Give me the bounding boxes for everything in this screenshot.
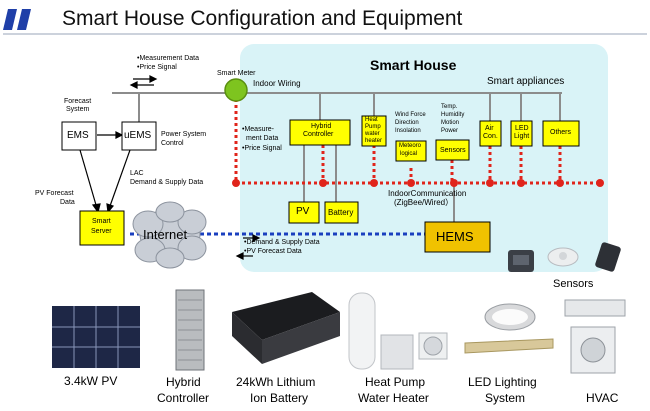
house-price-signal-label: •Price Signal [242,145,282,152]
temp-label-2: Humidity [441,112,465,118]
pv-box [288,201,320,224]
air-con-label-1: Air [485,125,494,132]
battery-box [324,201,359,224]
hems-box [424,221,491,253]
indoor-communication-label-1: IndoorCommunication [388,189,467,198]
meteorological-box [395,140,427,162]
hybrid-controller-label-2: Controller [303,131,334,138]
hybrid-controller-caption-2: Controller [157,391,210,405]
temp-label-3: Motion [441,120,460,126]
pv-caption: 3.4kW PV [64,374,118,388]
heat-pump-label-1: Heat [365,117,378,123]
smart-appliances-label: Smart appliances [487,76,565,87]
sensor-device-1-icon [508,250,534,272]
hybrid-controller-label-1: Hybrid [311,123,332,130]
wind-label-1: Wind Force [395,112,426,118]
wind-label-3: Insolation [395,128,421,134]
air-con-label-2: Con. [483,133,498,140]
solar-panel-image [52,306,140,368]
wiring-drops [138,93,561,222]
led-lighting-image [464,303,554,354]
wind-label-2: Direction [395,120,419,126]
forecast-system-label-1: Forecast [64,98,92,105]
others-label: Others [550,129,572,136]
hybrid-controller-image [175,289,205,371]
pv-forecast-label-1: PV Forecast [35,190,74,197]
lac-label-1: LAC [130,170,144,177]
sensors-box [435,139,470,161]
pv-forecast-data-label: •PV Forecast Data [244,248,302,255]
temp-label-4: Power [441,128,459,134]
internet-label: Internet [143,227,188,242]
battery-label: Battery [328,208,354,217]
led-light-label-1: LED [515,125,529,132]
ems-box [61,121,97,151]
left-flow-arrows [79,131,131,214]
smart-house-title: Smart House [370,57,457,73]
page-title: Smart House Configuration and Equipment [62,7,463,30]
pv-forecast-label-2: Data [60,199,75,206]
battery-caption-2: Ion Battery [250,391,309,405]
others-box [542,120,580,147]
title-bar-accent-2 [17,9,31,30]
battery-caption-1: 24kWh Lithium [236,375,316,389]
smart-server-label-2: Server [91,228,112,235]
led-lighting-caption-2: System [485,391,526,405]
measurement-data-label: •Measurement Data [137,55,199,62]
internet-cloud-icon [132,201,207,269]
lac-label-2: Demand & Supply Data [130,179,204,186]
meteorological-label-1: Meteoro [399,143,422,149]
heat-pump-label-2: Pump [365,124,381,130]
air-con-box [479,120,502,147]
heat-pump-caption-2: Water Heater [358,391,429,405]
battery-image [232,292,340,364]
ems-label: EMS [67,130,89,141]
indoor-communication-label-2: (ZigBee/Wired） [394,198,454,207]
hvac-caption: HVAC [586,391,619,405]
house-measurement-label-1: •Measure- [242,126,275,133]
sensor-device-2-icon [547,247,579,267]
water-heater-image [348,292,448,370]
pv-label: PV [296,206,310,217]
communication-drops [234,99,562,183]
led-light-label-2: Light [514,133,530,140]
smart-meter-icon [224,78,248,102]
sensors-label: Sensors [553,278,594,290]
led-light-box [510,120,533,147]
demand-supply-label: •Demand & Supply Data [244,239,320,246]
heat-pump-label-3: water [365,131,380,137]
smart-server-box [79,210,125,246]
heat-pump-caption-1: Heat Pump [365,375,426,389]
temp-label-1: Temp. [441,104,458,110]
heat-pump-box [361,115,387,147]
communication-nodes [232,179,604,187]
hems-label: HEMS [436,229,474,244]
indoor-wiring-label: Indoor Wiring [253,79,301,88]
hybrid-controller-box [289,119,351,146]
sensors-box-label: Sensors [440,147,466,154]
house-measurement-label-2: ment Data [246,135,279,142]
forecast-system-label-2: System [66,106,90,113]
hybrid-controller-caption-1: Hybrid [166,375,201,389]
uems-box [121,121,157,151]
price-signal-label: •Price Signal [137,64,177,71]
heat-pump-label-4: heater [365,138,383,144]
exchange-arrows-icon [129,75,261,260]
smart-meter-label: Smart Meter [217,70,256,77]
led-lighting-caption-1: LED Lighting [468,375,537,389]
sensor-device-3-icon [595,242,621,272]
meteorological-label-2: logical [400,151,418,157]
uems-label: uEMS [124,130,152,141]
title-bar-accent-1 [3,9,17,30]
power-system-control-label-2: Control [161,140,184,147]
smart-server-label-1: Smart [92,218,111,225]
power-system-control-label-1: Power System [161,131,207,138]
hvac-image [564,299,626,374]
